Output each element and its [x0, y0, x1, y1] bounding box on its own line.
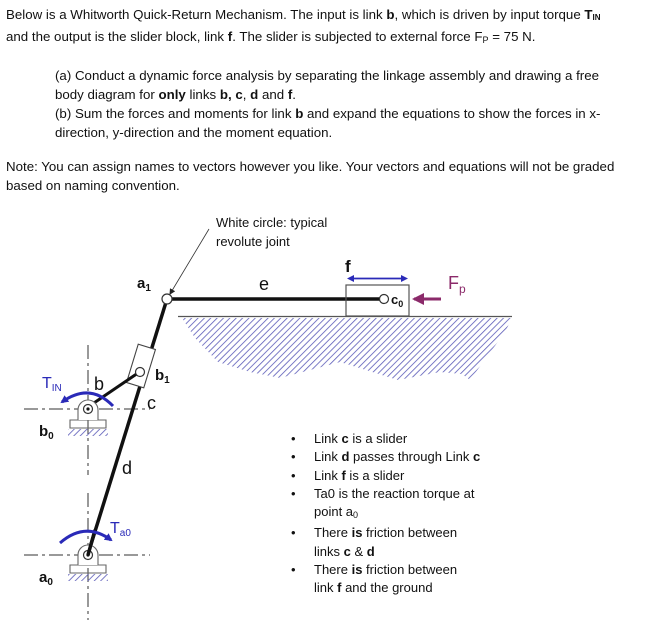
label-a1: a1: [137, 275, 151, 294]
intro-line-1: Below is a Whitworth Quick-Return Mechan…: [6, 7, 601, 22]
label-a0: a0: [39, 569, 53, 588]
joint-c0: [378, 293, 390, 305]
note-line-2: based on naming convention.: [6, 178, 180, 193]
label-e: e: [259, 274, 269, 294]
label-c: c: [147, 393, 156, 413]
part-a-line-1: (a) Conduct a dynamic force analysis by …: [55, 68, 599, 83]
input-torque-ref: T: [584, 7, 593, 22]
joint-b1: [134, 366, 146, 378]
note-line-1: Note: You can assign names to vectors ho…: [6, 159, 615, 174]
label-d: d: [122, 458, 132, 478]
problem-intro: Below is a Whitworth Quick-Return Mechan…: [6, 5, 601, 50]
label-t-in: TIN: [42, 375, 62, 394]
part-b-line-2: direction, y-direction and the moment eq…: [55, 125, 333, 140]
assumptions-list: •Link c is a slider •Link d passes throu…: [289, 430, 480, 598]
revolute-joint-callout: White circle: typical revolute joint: [216, 215, 328, 249]
list-item: •Link f is a slider: [291, 467, 405, 483]
problem-parts: (a) Conduct a dynamic force analysis by …: [55, 66, 600, 142]
label-f: f: [345, 257, 351, 276]
link-f-ref: f: [227, 29, 233, 44]
list-item: •Link c is a slider: [291, 431, 408, 446]
label-c0: c0: [391, 292, 403, 309]
joint-a1: [161, 293, 173, 305]
link-b-ref: b: [386, 7, 395, 22]
ground-hatch: [178, 315, 512, 380]
part-a-line-2: body diagram for only links b, c, d and …: [55, 87, 296, 102]
support-a0: [68, 529, 108, 581]
callout-leader-arrow: [169, 228, 210, 295]
link-d: [86, 298, 169, 555]
intro-line-2: and the output is the slider block, link…: [6, 29, 536, 45]
part-b-line-1: (b) Sum the forces and moments for link …: [55, 106, 601, 121]
note: Note: You can assign names to vectors ho…: [6, 157, 614, 195]
link-b: [87, 371, 139, 409]
slider-block-f: [345, 284, 410, 317]
label-b0: b0: [39, 423, 54, 442]
label-b1: b1: [155, 367, 170, 386]
label-t-a0: Ta0: [110, 520, 131, 539]
slider-c: [125, 343, 157, 389]
external-force-value: = 75 N.: [488, 29, 536, 44]
label-fp: Fp: [448, 273, 466, 296]
label-b: b: [94, 374, 104, 394]
support-b0: [68, 399, 108, 436]
list-item: •Link d passes through Link c: [291, 449, 481, 465]
input-torque-arrow: [60, 391, 115, 408]
reaction-torque-arrow: [59, 529, 113, 545]
